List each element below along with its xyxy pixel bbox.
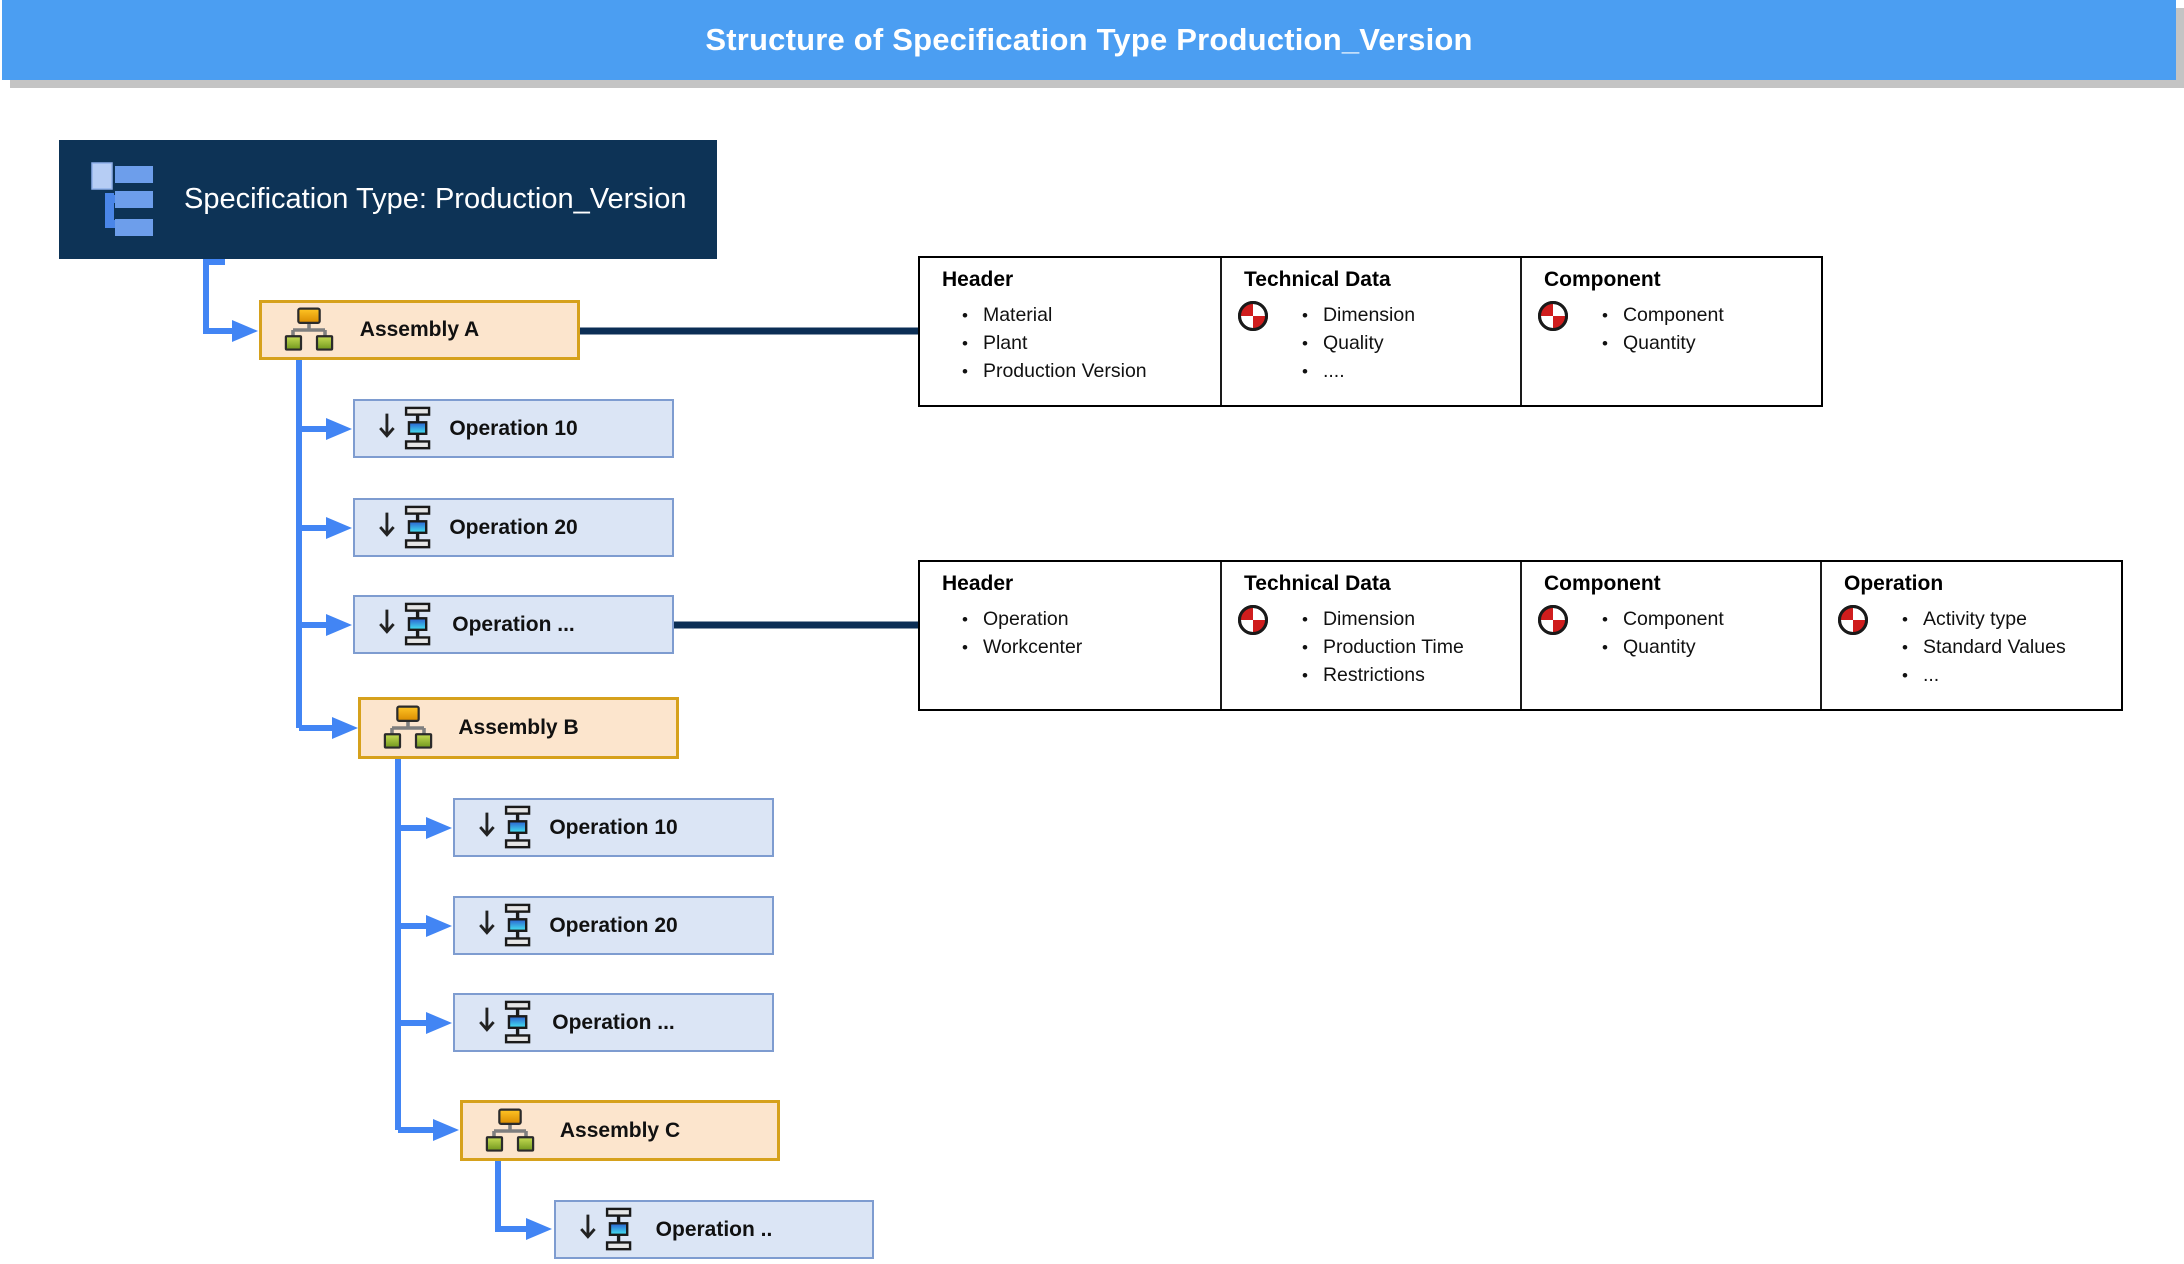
table-column-technical-data: Technical Data Dimension Production Time… [1220,562,1520,709]
node-operation-20-a: Operation 20 [353,498,674,557]
list-item: .... [1302,358,1520,385]
status-pie-icon [1838,605,1868,635]
column-title: Header [942,572,1014,595]
title-bar: Structure of Specification Type Producti… [2,0,2176,80]
operation-step-icon [479,1000,531,1043]
page-title: Structure of Specification Type Producti… [705,22,1473,57]
node-assembly-a: Assembly A [259,300,580,360]
hierarchy-icon [91,162,153,236]
table-column-component: Component Component Quantity [1520,562,1820,709]
list-item: Quantity [1602,330,1820,357]
list-item: Dimension [1302,606,1520,633]
status-pie-icon [1538,605,1568,635]
column-title: Technical Data [1244,572,1391,595]
column-item-list: Component Quantity [1522,302,1820,357]
list-item: Restrictions [1302,662,1520,689]
list-item: Operation [962,606,1220,633]
assembly-icon [383,705,433,749]
table-column-operation: Operation Activity type Standard Values … [1820,562,2120,709]
column-title: Operation [1844,572,1944,595]
root-node-label: Specification Type: Production_Version [184,183,687,215]
status-pie-icon [1538,301,1568,331]
list-item: Workcenter [962,634,1220,661]
column-item-list: Material Plant Production Version [920,302,1220,385]
list-item: Material [962,302,1220,329]
node-operation-10-b: Operation 10 [453,798,774,857]
column-item-list: Dimension Production Time Restrictions [1222,606,1520,689]
node-label: Operation ... [552,1010,675,1034]
assembly-detail-table: Header Material Plant Production Version… [918,256,1823,407]
column-title: Technical Data [1244,268,1391,291]
operation-step-icon [479,903,531,946]
operation-step-icon [580,1207,632,1250]
list-item: ... [1902,662,2120,689]
node-operation-20-b: Operation 20 [453,896,774,955]
column-item-list: Operation Workcenter [920,606,1220,661]
list-item: Dimension [1302,302,1520,329]
column-title: Component [1544,268,1661,291]
assembly-icon [485,1108,535,1152]
list-item: Standard Values [1902,634,2120,661]
operation-step-icon [379,602,431,645]
table-column-component: Component Component Quantity [1520,258,1820,405]
node-label: Operation 10 [549,815,678,839]
column-item-list: Activity type Standard Values ... [1822,606,2120,689]
node-label: Assembly B [458,716,579,739]
column-title: Component [1544,572,1661,595]
column-title: Header [942,268,1014,291]
status-pie-icon [1238,301,1268,331]
list-item: Activity type [1902,606,2120,633]
node-label: Operation 10 [449,416,578,440]
operation-step-icon [379,406,431,449]
node-assembly-c: Assembly C [460,1100,780,1161]
node-operation-dots-b: Operation ... [453,993,774,1052]
node-label: Operation 20 [449,515,578,539]
node-label: Assembly C [559,1118,681,1142]
list-item: Plant [962,330,1220,357]
assembly-icon [284,307,334,351]
table-column-header: Header Material Plant Production Version [920,258,1220,405]
node-operation-10-a: Operation 10 [353,399,674,458]
table-column-technical-data: Technical Data Dimension Quality .... [1220,258,1520,405]
node-label: Operation ... [452,612,575,636]
list-item: Component [1602,302,1820,329]
root-node: Specification Type: Production_Version [59,140,717,259]
list-item: Quantity [1602,634,1820,661]
column-item-list: Dimension Quality .... [1222,302,1520,385]
node-label: Operation .. [655,1217,773,1241]
status-pie-icon [1238,605,1268,635]
operation-detail-table: Header Operation Workcenter Technical Da… [918,560,2123,711]
table-column-header: Header Operation Workcenter [920,562,1220,709]
column-item-list: Component Quantity [1522,606,1820,661]
operation-step-icon [379,505,431,548]
node-operation-dots-c: Operation .. [554,1200,874,1259]
operation-step-icon [479,805,531,848]
list-item: Component [1602,606,1820,633]
list-item: Quality [1302,330,1520,357]
node-label: Operation 20 [549,913,678,937]
list-item: Production Time [1302,634,1520,661]
node-label: Assembly A [359,318,480,341]
list-item: Production Version [962,358,1220,385]
node-assembly-b: Assembly B [358,697,679,759]
node-operation-dots-a: Operation ... [353,595,674,654]
table-link-lines [580,327,918,629]
